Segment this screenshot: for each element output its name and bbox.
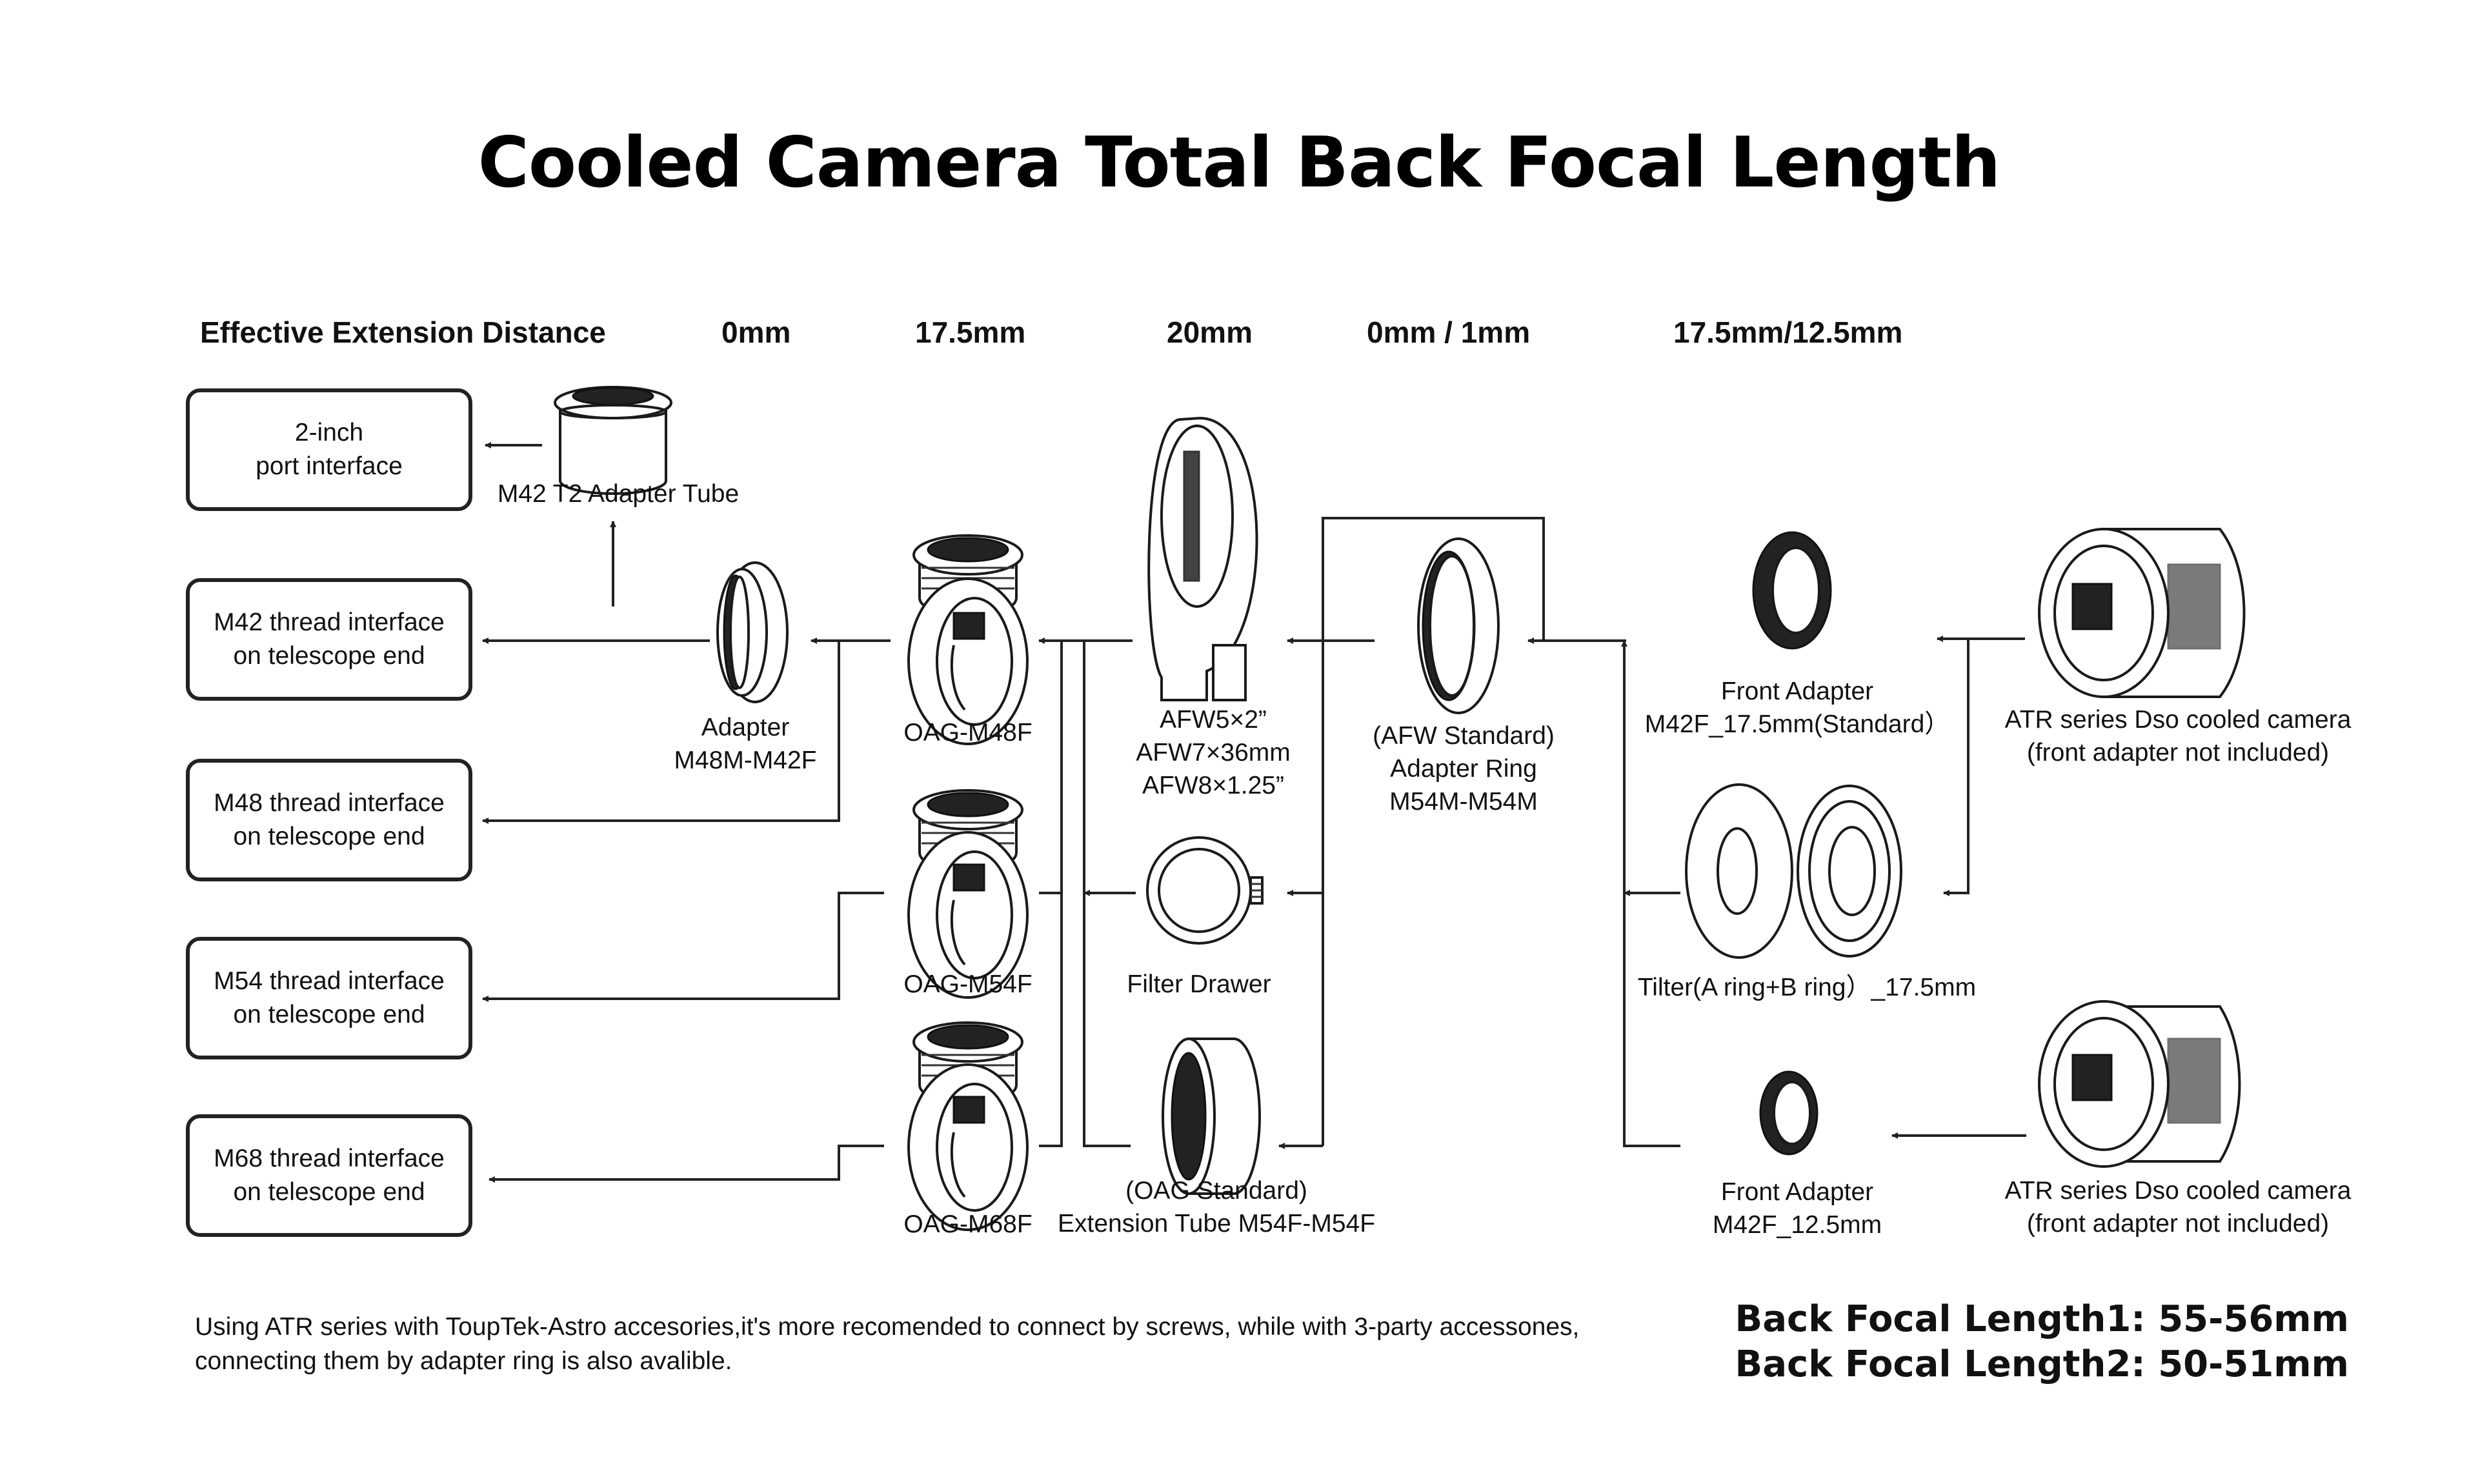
front-adapter-125-drawing — [1759, 1070, 1818, 1156]
back-focal-length-2: Back Focal Length2: 50-51mm — [1735, 1343, 2349, 1385]
t2-adapter-tube-drawing — [554, 386, 672, 495]
distance-0mm: 0mm — [721, 316, 791, 349]
tilter-drawing — [1685, 783, 1902, 959]
label-oag-m48f: OAG-M48F — [903, 719, 1032, 747]
camera-top-drawing — [2038, 528, 2246, 698]
label-oag-m54f: OAG-M54F — [903, 970, 1032, 998]
arrow-oag68-to-m68 — [489, 1145, 884, 1183]
arrow-cam-to-tilter — [1943, 639, 1969, 896]
oag-bus — [1039, 892, 1063, 1147]
afw-adapter-ring-drawing — [1417, 537, 1500, 714]
label-extension-tube: (OAG Standard)Extension Tube M54F-M54F — [1057, 1177, 1376, 1238]
connector-lines — [482, 442, 2026, 1183]
header-label: Effective Extension Distance — [200, 316, 606, 349]
oag-m68f-drawing — [907, 1021, 1029, 1231]
arrow-oag48-to-m48 — [482, 641, 840, 824]
frame-right-bus — [1322, 517, 1626, 1146]
arrow-oag54-to-m54 — [482, 892, 884, 1002]
diagram-title: Cooled Camera Total Back Focal Length — [478, 123, 2001, 203]
front-adapter-175-drawing — [1752, 531, 1832, 650]
usage-note: Using ATR series with ToupTek-Astro acce… — [195, 1313, 1580, 1375]
camera-bottom-drawing — [2038, 1000, 2241, 1168]
distance-0mm-1mm: 0mm / 1mm — [1367, 316, 1531, 349]
back-focal-length-1: Back Focal Length1: 55-56mm — [1735, 1298, 2349, 1340]
label-tilter: Tilter(A ring+B ring）_17.5mm — [1637, 974, 1977, 1001]
arrow-front-to-bus — [1621, 640, 1680, 1147]
oag-m48f-drawing — [907, 534, 1029, 745]
oag-m54f-drawing — [907, 789, 1029, 999]
label-camera-bottom: ATR series Dso cooled camera(front adapt… — [2004, 1177, 2352, 1238]
adapter-ring-drawing — [716, 561, 789, 703]
extension-tube-drawing — [1162, 1038, 1261, 1195]
distance-20mm: 20mm — [1167, 316, 1253, 349]
label-filter-drawer: Filter Drawer — [1127, 970, 1271, 998]
filter-wheel-drawing — [1147, 416, 1258, 701]
distance-17-5mm: 17.5mm — [915, 316, 1026, 349]
back-focal-length: Back Focal Length1: 55-56mm Back Focal L… — [1735, 1297, 2349, 1387]
filter-drawer-drawing — [1146, 836, 1264, 945]
label-oag-m68f: OAG-M68F — [903, 1210, 1032, 1238]
label-t2-tube: M42 T2 Adapter Tube — [497, 480, 740, 508]
distance-17-5-12-5mm: 17.5mm/12.5mm — [1673, 316, 1903, 349]
label-camera-top: ATR series Dso cooled camera(front adapt… — [2004, 706, 2352, 767]
